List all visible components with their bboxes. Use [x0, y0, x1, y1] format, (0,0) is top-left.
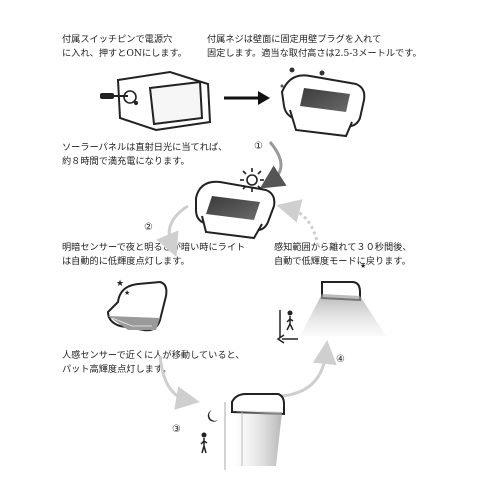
flow-arrow-icon: [158, 355, 200, 410]
screw-icon: [319, 70, 325, 76]
step-1-number: ①: [254, 141, 263, 152]
star-icon: ★: [124, 289, 130, 297]
sun-icon: [240, 168, 264, 192]
high-brightness-illustration: [200, 393, 285, 470]
mounted-light-illustration: [280, 67, 366, 138]
light-sensor-instruction: 明暗センサーで夜と明るさが暗い時にライト は自動的に低輝度点灯します。: [62, 241, 245, 269]
step-2-number: ②: [144, 222, 153, 233]
switch-pin-icon: [100, 93, 114, 99]
light-sensor-line-2: は自動的に低輝度点灯します。: [62, 256, 190, 267]
star-icon: ★: [360, 262, 366, 270]
switch-pin-instruction: 付属スイッチピンで電源穴 に入れ、押すとONにします。: [62, 33, 187, 61]
flow-arrow-icon: [156, 204, 189, 258]
light-sensor-line-1: 明暗センサーで夜と明るさが暗い時にライト: [62, 242, 246, 253]
mounting-instruction: 付属ネジは壁面に固定用壁プラグを入れて 固定します。適当な取付高さは2.5-3メ…: [207, 33, 422, 61]
step-3-number: ③: [172, 424, 181, 435]
motion-sensor-line-1: 人感センサーで近くに人が移動していると、: [62, 350, 245, 361]
solar-charging-illustration: [195, 168, 276, 240]
motion-timeout-line-1: 感知範囲から離れて３０秒間後、: [274, 242, 412, 253]
flow-arrow-icon: [259, 141, 287, 189]
motion-sensor-instruction: 人感センサーで近くに人が移動していると、 パット高輝度点灯します。: [62, 349, 245, 377]
star-icon: ★: [116, 279, 124, 289]
flow-arrow-icon: [281, 340, 337, 398]
return-arrow-icon: [276, 199, 320, 247]
solar-line-1: ソーラーパネルは直射日光に当てれば、: [62, 142, 228, 153]
night-light-illustration: ★ ★: [103, 279, 168, 332]
device-switch-illustration: [100, 70, 212, 132]
screw-icon: [289, 67, 295, 73]
switch-pin-line-2: に入れ、押すとONにします。: [62, 48, 187, 59]
walking-person-icon: [286, 310, 294, 331]
motion-sensor-line-2: パット高輝度点灯します。: [62, 364, 172, 375]
standing-person-icon: [200, 432, 208, 454]
mounting-line-2: 固定します。適当な取付高さは2.5-3メートルです。: [207, 48, 422, 59]
low-light-mode-illustration: ★: [276, 262, 386, 344]
mounting-line-1: 付属ネジは壁面に固定用壁プラグを入れて: [207, 34, 382, 45]
moon-icon: [348, 264, 360, 278]
moon-icon: [207, 410, 218, 422]
step-4-number: ④: [336, 354, 345, 365]
solar-line-2: 約８時間で満充電になります。: [62, 156, 190, 167]
motion-timeout-line-2: 自動で低輝度モードに戻ります。: [274, 256, 411, 267]
motion-timeout-instruction: 感知範囲から離れて３０秒間後、 自動で低輝度モードに戻ります。: [274, 241, 412, 269]
solar-instruction: ソーラーパネルは直射日光に当てれば、 約８時間で満充電になります。: [62, 141, 227, 169]
moon-icon: [103, 282, 116, 298]
switch-pin-line-1: 付属スイッチピンで電源穴: [62, 34, 173, 45]
